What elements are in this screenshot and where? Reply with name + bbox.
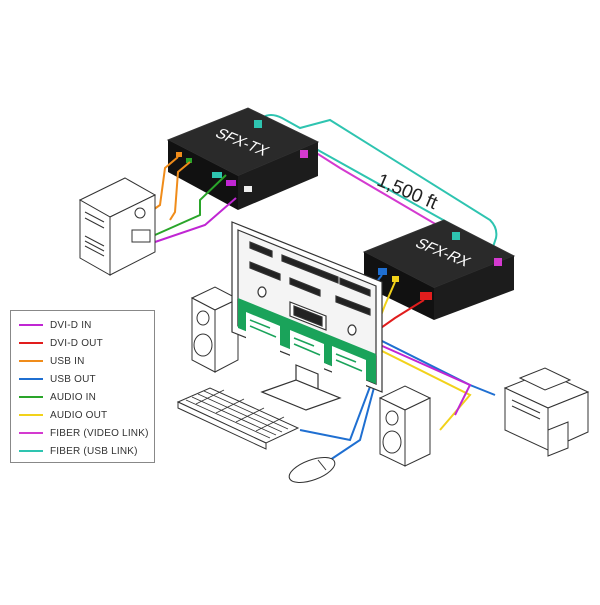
legend-label: FIBER (USB LINK)	[50, 445, 138, 457]
audio-in-cable	[154, 174, 227, 236]
legend-swatch	[19, 324, 43, 326]
legend-label: USB IN	[50, 355, 85, 367]
legend-item: AUDIO OUT	[19, 408, 107, 422]
legend-label: USB OUT	[50, 373, 96, 385]
legend-item: FIBER (USB LINK)	[19, 444, 138, 458]
printer	[503, 367, 590, 457]
right-speaker	[378, 385, 432, 467]
usb-out-to-printer	[379, 339, 496, 396]
keyboard	[176, 387, 300, 450]
legend-swatch	[19, 432, 43, 434]
legend-label: DVI-D OUT	[50, 337, 103, 349]
legend-swatch	[19, 396, 43, 398]
legend: DVI-D IN DVI-D OUT USB IN USB OUT AUDIO IN AU…	[10, 310, 155, 463]
usb-out-extra	[379, 344, 472, 416]
computer-tower	[78, 177, 157, 276]
legend-item: USB OUT	[19, 372, 96, 386]
legend-swatch	[19, 342, 43, 344]
legend-label: DVI-D IN	[50, 319, 92, 331]
legend-label: FIBER (VIDEO LINK)	[50, 427, 149, 439]
left-speaker	[190, 286, 240, 373]
dvi-out-cable	[377, 299, 425, 331]
legend-item: USB IN	[19, 354, 85, 368]
legend-item: DVI-D OUT	[19, 336, 103, 350]
transmitter-device: SFX-TX	[166, 107, 320, 210]
legend-label: AUDIO IN	[50, 391, 97, 403]
legend-item: FIBER (VIDEO LINK)	[19, 426, 149, 440]
legend-swatch	[19, 378, 43, 380]
legend-swatch	[19, 450, 43, 452]
usb-in-cable-2	[169, 161, 191, 221]
legend-label: AUDIO OUT	[50, 409, 108, 421]
receiver-device: SFX-RX	[362, 219, 516, 320]
monitor	[231, 221, 383, 411]
dvi-in-cable	[154, 197, 237, 243]
usb-out-to-mouse	[329, 364, 381, 461]
audio-out-to-speaker	[379, 349, 472, 431]
legend-item: DVI-D IN	[19, 318, 92, 332]
legend-item: AUDIO IN	[19, 390, 96, 404]
legend-swatch	[19, 414, 43, 416]
legend-swatch	[19, 360, 43, 362]
mouse	[288, 457, 336, 483]
